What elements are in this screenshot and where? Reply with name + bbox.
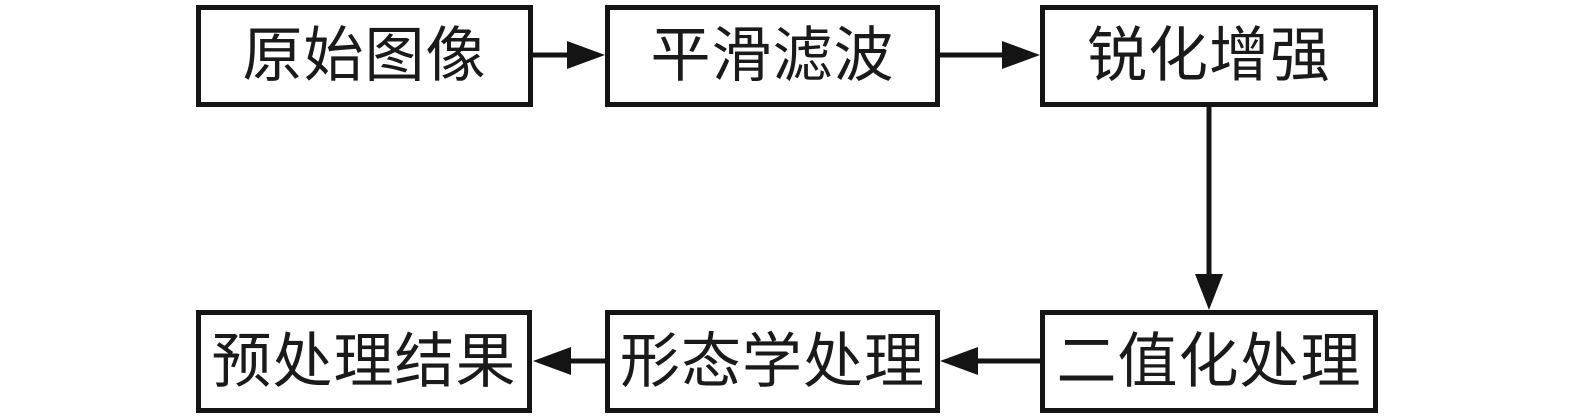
node-smoothing-filter: 平滑滤波 <box>605 5 940 107</box>
arrow-original-to-smoothing <box>533 41 605 69</box>
node-preprocessing-result: 预处理结果 <box>196 310 532 413</box>
arrow-sharpening-to-binarization <box>1195 107 1223 310</box>
node-preprocessing-result-label: 预处理结果 <box>211 328 517 395</box>
node-binarization-process: 二值化处理 <box>1040 310 1378 413</box>
node-original-image: 原始图像 <box>196 5 533 107</box>
node-morphological-process-label: 形态学处理 <box>620 328 925 395</box>
arrow-binarization-to-morphological <box>940 347 1040 375</box>
node-smoothing-filter-label: 平滑滤波 <box>650 23 895 89</box>
node-original-image-label: 原始图像 <box>242 23 487 89</box>
arrow-morphological-to-result <box>533 347 605 375</box>
arrow-smoothing-to-sharpening <box>940 41 1040 69</box>
node-sharpening-enhance: 锐化增强 <box>1040 5 1378 107</box>
node-sharpening-enhance-label: 锐化增强 <box>1087 23 1331 89</box>
node-morphological-process: 形态学处理 <box>605 310 940 413</box>
node-binarization-process-label: 二值化处理 <box>1056 328 1362 395</box>
